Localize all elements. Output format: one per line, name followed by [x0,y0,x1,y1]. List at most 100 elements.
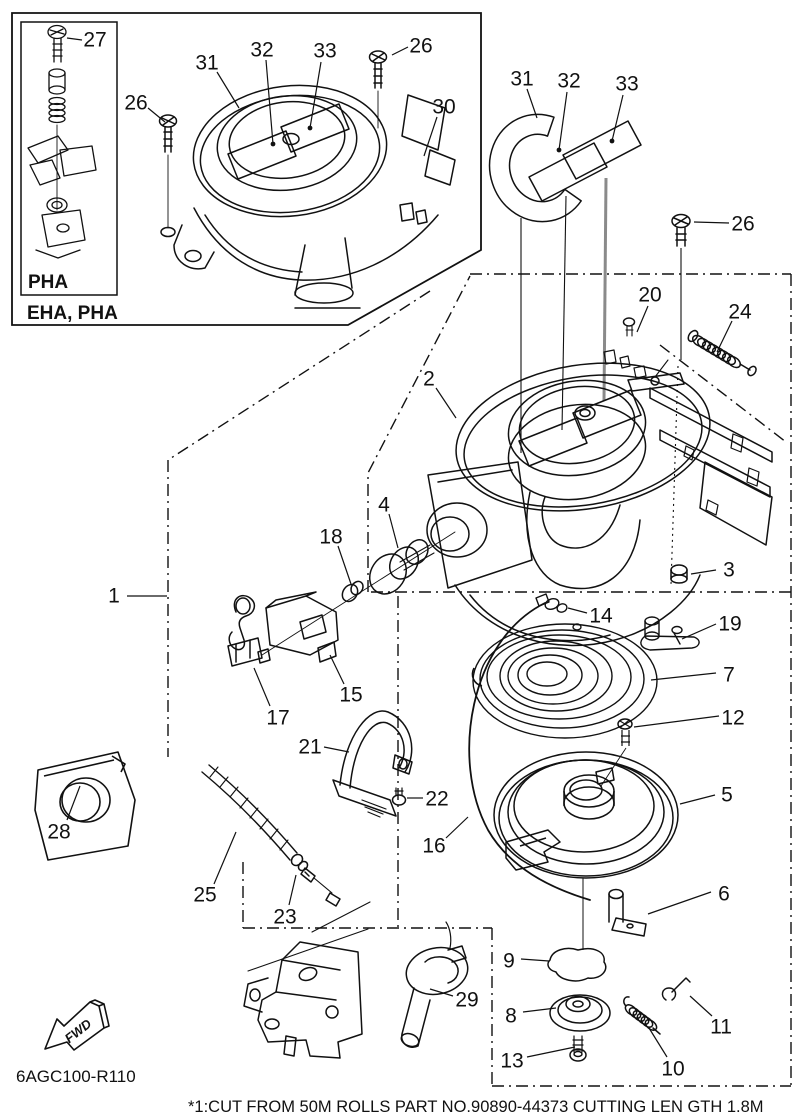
mount-bracket [243,941,363,1059]
pulley-5 [493,718,679,950]
callout-18-label: 18 [319,526,342,549]
group-box-1 [167,290,492,929]
bolt-26-right [671,213,691,229]
callout-31-leader [526,88,538,119]
callout-25-label: 25 [193,884,216,907]
callout-17-leader [253,667,271,707]
screw-22 [391,794,407,806]
fwd-arrow [44,999,110,1051]
bushing-4 [368,553,408,595]
callout-29-leader [429,988,454,997]
callout-11-leader [689,995,713,1017]
callout-25-leader [213,831,237,885]
callout-9-leader [520,958,550,962]
callout-3-label: 3 [723,559,735,582]
pointer-diagonals [247,901,371,972]
cable-end-14 [544,598,560,610]
callout-22-label: 22 [425,788,448,811]
decal-33 [562,120,642,180]
post-6 [608,888,624,900]
callout-12-label: 12 [721,707,744,730]
spiral-spring-7 [471,623,658,739]
callout-15-label: 15 [339,684,362,707]
callout-4-leader [388,513,399,549]
callout-6-leader [647,891,712,915]
callout-5-label: 5 [721,784,733,807]
handle-train-art [227,531,456,667]
cover-cone [294,237,353,296]
group-box-diagonal [659,344,787,443]
bolt-26-left [158,114,178,128]
callout-26-leader [693,221,730,224]
callout-32-dot [556,147,562,153]
bracket-21-arch [339,710,413,786]
bracket-21-art [201,710,413,907]
cover-lug-right [401,94,446,151]
group-box-bottom [491,928,791,1087]
callout-31-label: 31 [195,52,218,75]
callout-26-label: 26 [731,213,754,236]
clip-row [603,349,647,379]
damper-8 [549,994,611,1032]
cover-outer-rim [192,84,388,218]
callout-1-label: 1 [108,585,120,608]
callout-20-label: 20 [638,284,661,307]
bolt-26-top [368,50,388,64]
callout-12-leader [633,715,720,728]
pulley-slot [505,829,561,871]
callout-33-dot [307,125,313,131]
rope-16 [468,602,591,901]
callout-5-leader [679,794,716,805]
box-variant-label: EHA, PHA [27,303,118,324]
callout-23-leader [288,874,297,906]
drawing-number: 6AGC100-R110 [16,1067,136,1086]
callout-10-leader [648,1027,668,1058]
case-outer-rim [455,362,711,512]
pulley-pawl [595,767,615,785]
callout-29-label: 29 [455,989,478,1012]
callout-21-label: 21 [298,736,321,759]
center-lines [670,248,682,586]
main-case-art [399,213,773,647]
callout-27-label: 27 [83,29,106,52]
decal-31 [488,113,582,223]
callout-33-dot [609,138,615,144]
callout-9-label: 9 [503,950,515,973]
callout-15-leader [329,654,345,685]
callout-32-label: 32 [557,70,580,93]
screw-13 [572,1035,584,1053]
plate-28 [34,751,136,861]
callout-3-leader [690,569,717,575]
callout-30-leader [423,116,438,157]
clip-17 [227,637,263,667]
callout-19-label: 19 [718,613,741,636]
case-rail-bottom [659,429,771,498]
callout-2-leader [435,387,457,419]
variant-box-outline [11,12,482,326]
callout-10-label: 10 [661,1058,684,1081]
callout-18-leader [337,545,352,585]
callout-14-label: 14 [589,605,613,628]
case-right-plate [699,461,773,546]
callout-28-leader [66,785,81,821]
callout-31-label: 31 [510,68,533,91]
wire-hook-11 [661,977,691,1001]
group-boxes [167,273,792,1087]
callout-33-leader [611,94,624,142]
callout-32-leader [265,59,274,145]
cable-25 [201,764,341,907]
callout-32-leader [558,91,568,151]
screw-20 [622,317,636,327]
starter-handle-29 [400,921,469,1048]
callout-16-label: 16 [422,835,445,858]
fwd-label: FWD [62,1016,95,1046]
callout-26-label: 26 [124,92,147,115]
cover-flange [193,207,439,281]
case-sticker-right [572,389,642,439]
callout-8-label: 8 [505,1005,517,1028]
decal-32 [528,142,608,202]
callout-4-label: 4 [378,494,390,517]
variant-box-frame [11,12,482,326]
footnote: *1:CUT FROM 50M ROLLS PART NO.90890-4437… [188,1098,764,1116]
